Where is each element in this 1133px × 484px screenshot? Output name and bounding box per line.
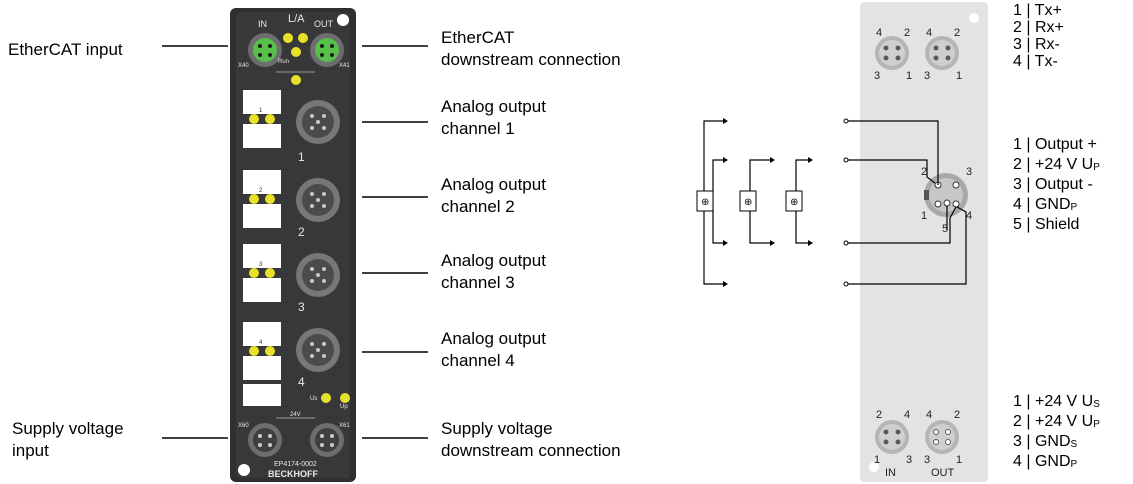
callout-channel-4: Analog output channel 4 bbox=[441, 328, 546, 372]
bot-pin-2b: 2 bbox=[954, 409, 960, 421]
channel-number-3: 3 bbox=[298, 300, 305, 314]
pinout-row: 1 | Output + bbox=[1013, 136, 1097, 153]
led-label-3: 3 bbox=[259, 262, 263, 268]
top-pin-3a: 3 bbox=[874, 70, 880, 82]
callout-supply-input-line2: input bbox=[12, 441, 49, 460]
mid-pin-3: 3 bbox=[966, 166, 972, 178]
pinout-row: 1 | Tx+ bbox=[1013, 2, 1062, 19]
channel-number-1: 1 bbox=[298, 150, 305, 164]
led-label-4: 4 bbox=[259, 340, 263, 346]
callout-channel-2: Analog output channel 2 bbox=[441, 174, 546, 218]
callout-ethercat-input: EtherCAT input bbox=[8, 40, 123, 59]
diagram-ethercat-connectors bbox=[875, 36, 959, 70]
callout-channel-1-line1: Analog output bbox=[441, 97, 546, 116]
top-pin-2b: 2 bbox=[954, 27, 960, 39]
bot-pin-1b: 1 bbox=[956, 454, 962, 466]
svg-text:⊕: ⊕ bbox=[744, 197, 752, 208]
label-out: OUT bbox=[314, 19, 334, 29]
pinout-row: 4 | Tx- bbox=[1013, 53, 1058, 70]
callout-channel-2-line1: Analog output bbox=[441, 175, 546, 194]
callout-channel-3: Analog output channel 3 bbox=[441, 250, 546, 294]
led-label-1: 1 bbox=[259, 108, 263, 114]
top-pin-1b: 1 bbox=[956, 70, 962, 82]
callout-ethercat-down: EtherCAT downstream connection bbox=[441, 27, 621, 71]
label-x41: X41 bbox=[339, 63, 350, 69]
pinout-row: 3 | Rx- bbox=[1013, 36, 1060, 53]
bot-label-out: OUT bbox=[931, 467, 955, 479]
pinout-row: 4 | GNDP bbox=[1013, 196, 1078, 213]
pinout-row: 2 | Rx+ bbox=[1013, 19, 1064, 36]
label-up: Up bbox=[340, 404, 348, 410]
callout-supply-input: Supply voltage input bbox=[12, 418, 124, 462]
model-number: EP4174-0002 bbox=[274, 461, 317, 468]
bot-pin-3b: 3 bbox=[924, 454, 930, 466]
callout-channel-4-line1: Analog output bbox=[441, 329, 546, 348]
mount-hole-top bbox=[337, 14, 349, 26]
callout-channel-1-line2: channel 1 bbox=[441, 119, 515, 138]
label-x40: X40 bbox=[238, 63, 249, 69]
label-us: Us bbox=[310, 396, 317, 402]
callout-channel-3-line1: Analog output bbox=[441, 251, 546, 270]
pinout-strip bbox=[860, 2, 988, 482]
callout-channel-2-line2: channel 2 bbox=[441, 197, 515, 216]
diagram-power-connectors bbox=[875, 420, 959, 454]
bot-pin-3a: 3 bbox=[906, 454, 912, 466]
top-pin-1a: 1 bbox=[906, 70, 912, 82]
callout-channel-1: Analog output channel 1 bbox=[441, 96, 546, 140]
pinout-row: 2 | +24 V UP bbox=[1013, 413, 1100, 430]
bot-pin-1a: 1 bbox=[874, 454, 880, 466]
top-pin-3b: 3 bbox=[924, 70, 930, 82]
top-pin-4b: 4 bbox=[926, 27, 932, 39]
led-label-2: 2 bbox=[259, 188, 263, 194]
callout-supply-down: Supply voltage downstream connection bbox=[441, 418, 621, 462]
mount-hole-bottom bbox=[238, 464, 250, 476]
mid-pin-1: 1 bbox=[921, 210, 927, 222]
callout-supply-down-line2: downstream connection bbox=[441, 441, 621, 460]
callout-channel-3-line2: channel 3 bbox=[441, 273, 515, 292]
pinout-row: 3 | GNDS bbox=[1013, 433, 1078, 450]
pinout-row: 1 | +24 V US bbox=[1013, 393, 1100, 410]
callout-ethercat-down-line1: EtherCAT bbox=[441, 28, 515, 47]
mid-pin-2: 2 bbox=[921, 166, 927, 178]
pinout-power: 1 | +24 V US 2 | +24 V UP 3 | GNDS 4 | G… bbox=[1013, 393, 1100, 473]
label-x60: X60 bbox=[238, 423, 249, 429]
channel-number-2: 2 bbox=[298, 225, 305, 239]
pinout-row: 2 | +24 V UP bbox=[1013, 156, 1100, 173]
callout-channel-4-line2: channel 4 bbox=[441, 351, 515, 370]
callout-ethercat-down-line2: downstream connection bbox=[441, 50, 621, 69]
pinout-row: 3 | Output - bbox=[1013, 176, 1093, 193]
pinout-row: 5 | Shield bbox=[1013, 216, 1080, 233]
diagram-analog-connector bbox=[924, 173, 968, 217]
pinout-ethercat: 1 | Tx+ 2 | Rx+ 3 | Rx- 4 | Tx- bbox=[1013, 2, 1064, 70]
bot-pin-4a: 4 bbox=[904, 409, 910, 421]
label-la: L/A bbox=[288, 13, 305, 25]
label-x61: X61 bbox=[339, 423, 350, 429]
svg-text:⊕: ⊕ bbox=[790, 197, 798, 208]
label-in: IN bbox=[258, 19, 267, 29]
callout-supply-down-line1: Supply voltage bbox=[441, 419, 553, 438]
pinout-analog: 1 | Output + 2 | +24 V UP 3 | Output - 4… bbox=[1013, 136, 1100, 236]
callout-supply-input-line1: Supply voltage bbox=[12, 419, 124, 438]
strip-hole-bottom bbox=[869, 462, 879, 472]
top-pin-4a: 4 bbox=[876, 27, 882, 39]
mid-pin-5: 5 bbox=[942, 223, 948, 235]
bot-pin-2a: 2 bbox=[876, 409, 882, 421]
label-run: Run bbox=[278, 59, 289, 65]
label-24v: 24V bbox=[290, 412, 301, 418]
bot-pin-4b: 4 bbox=[926, 409, 932, 421]
pinout-row: 4 | GNDP bbox=[1013, 453, 1078, 470]
top-pin-2a: 2 bbox=[904, 27, 910, 39]
channel-number-4: 4 bbox=[298, 375, 305, 389]
svg-text:⊕: ⊕ bbox=[701, 197, 709, 208]
mid-pin-4: 4 bbox=[966, 210, 972, 222]
brand-logo: BECKHOFF bbox=[268, 469, 318, 479]
bot-label-in: IN bbox=[885, 467, 896, 479]
strip-hole-top bbox=[969, 13, 979, 23]
